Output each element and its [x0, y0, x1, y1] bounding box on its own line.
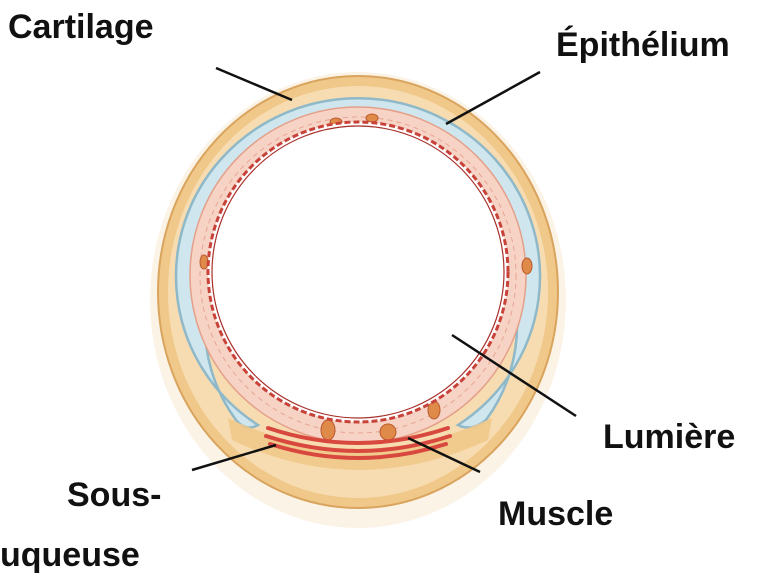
label-epithelium: Épithélium: [556, 28, 730, 62]
leader-epithelium: [446, 72, 540, 124]
label-submucosa-line1: Sous-: [67, 478, 161, 512]
lumen: [208, 122, 508, 422]
label-muscle: Muscle: [498, 497, 613, 531]
label-lumen: Lumière: [603, 420, 735, 454]
label-cartilage: Cartilage: [8, 10, 154, 44]
label-submucosa-line2: uqueuse: [0, 538, 140, 572]
leader-cartilage: [216, 68, 292, 100]
